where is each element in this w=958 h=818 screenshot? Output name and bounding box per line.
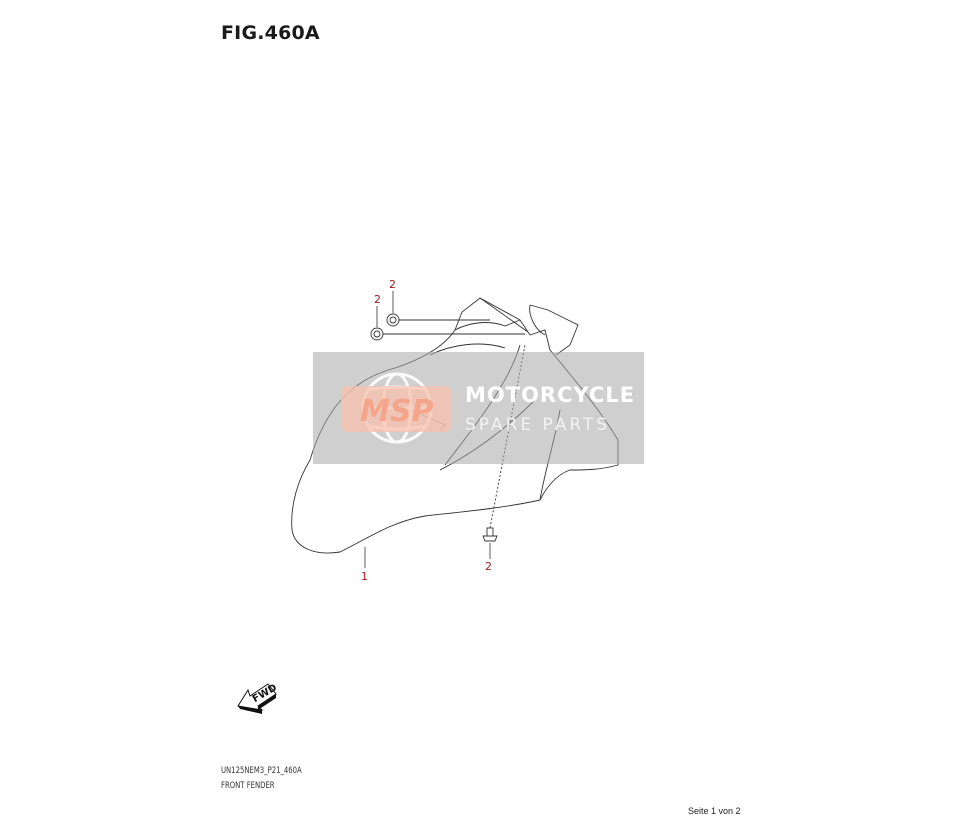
watermark-logo-badge	[341, 386, 451, 432]
page-number: Seite 1 von 2	[688, 806, 741, 816]
diagram-code: UN125NEM3_P21_460A	[221, 766, 302, 776]
callout-fender: 1	[361, 570, 368, 583]
watermark-line2: SPARE PARTS	[465, 415, 610, 435]
section-name: FRONT FENDER	[221, 781, 275, 791]
bolt-left-part[interactable]	[370, 327, 525, 341]
watermark-line1: MOTORCYCLE	[465, 383, 635, 407]
watermark: MSP MOTORCYCLE SPARE PARTS	[313, 352, 644, 464]
fwd-direction-marker: FWD	[237, 682, 279, 714]
callout-bolt-left: 2	[374, 293, 381, 306]
figure-title: FIG.460A	[221, 22, 320, 44]
callout-leaders	[364, 291, 491, 568]
bolt-top-part[interactable]	[386, 313, 490, 327]
watermark-logo: MSP	[360, 394, 433, 429]
arrow-icon	[237, 683, 277, 711]
callout-bolt-top: 2	[389, 278, 396, 291]
callout-bolt-bottom: 2	[485, 560, 492, 573]
